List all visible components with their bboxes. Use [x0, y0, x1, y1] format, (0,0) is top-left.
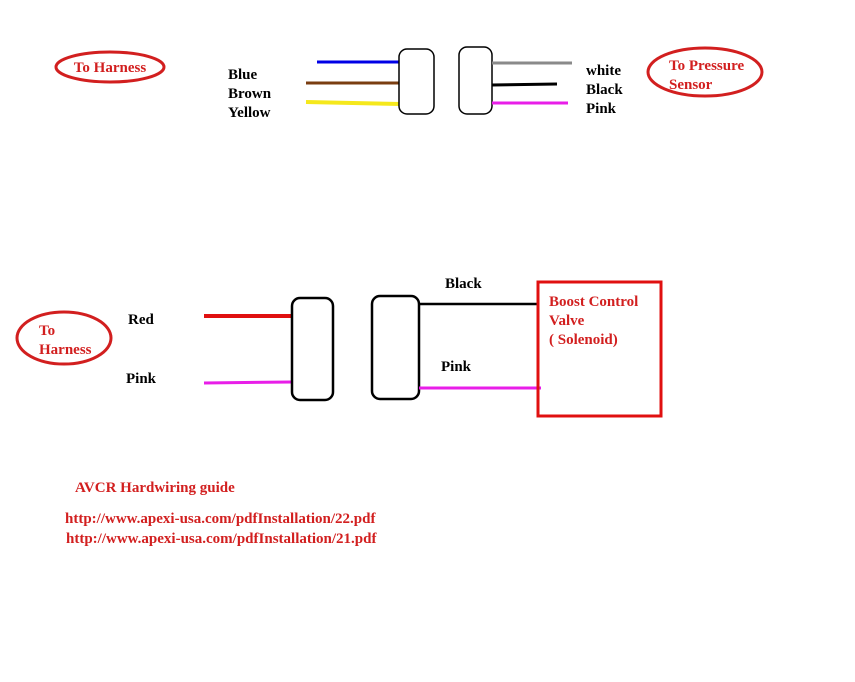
to-harness-label-bottom-line2: Harness	[39, 342, 92, 358]
wire-black-top	[491, 82, 558, 87]
to-harness-label-bottom-line1: To	[39, 323, 55, 339]
top-connector-left	[398, 48, 435, 115]
to-harness-oval-bottom	[15, 310, 113, 366]
wire-label-red: Red	[128, 312, 154, 328]
bottom-connector-left	[290, 296, 335, 402]
to-pressure-label-line1: To Pressure	[669, 58, 744, 74]
wire-label-white: white	[586, 63, 621, 79]
guide-link-22[interactable]: http://www.apexi-usa.com/pdfInstallation…	[65, 511, 376, 527]
top-connector-right	[458, 46, 493, 115]
wire-label-pink-top: Pink	[586, 101, 617, 117]
wire-label-black-bottom: Black	[445, 276, 482, 292]
wire-label-pink-bottom-left: Pink	[126, 371, 157, 387]
guide-link-21[interactable]: http://www.apexi-usa.com/pdfInstallation…	[66, 531, 377, 547]
valve-label-line1: Boost Control	[549, 294, 638, 310]
wire-label-blue: Blue	[228, 67, 258, 83]
to-harness-oval-top	[54, 50, 166, 84]
valve-label-line2: Valve	[549, 313, 585, 329]
wire-label-brown: Brown	[228, 86, 272, 102]
wire-label-pink-bottom-right: Pink	[441, 359, 472, 375]
to-harness-label-top: To Harness	[74, 60, 147, 76]
wire-label-yellow: Yellow	[228, 105, 271, 121]
wire-label-black-top: Black	[586, 82, 623, 98]
guide-title: AVCR Hardwiring guide	[75, 480, 235, 496]
to-pressure-sensor-oval	[646, 46, 764, 98]
boost-control-valve-box	[536, 280, 663, 418]
bottom-connector-right	[370, 294, 421, 401]
wire-pink-bottom-left	[203, 380, 293, 385]
valve-label-line3: ( Solenoid)	[549, 332, 618, 348]
wire-yellow	[305, 100, 402, 106]
to-pressure-label-line2: Sensor	[669, 77, 713, 93]
